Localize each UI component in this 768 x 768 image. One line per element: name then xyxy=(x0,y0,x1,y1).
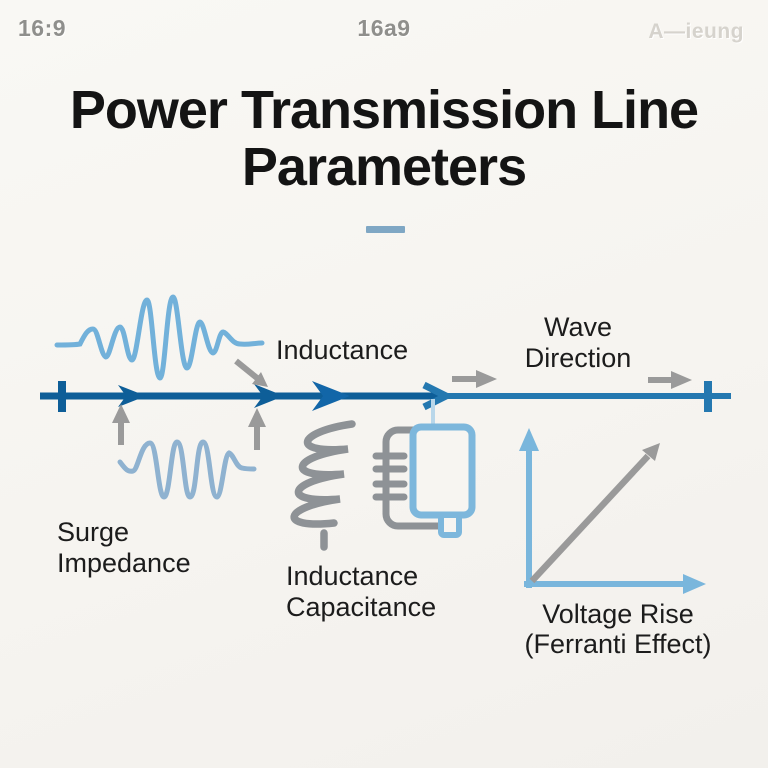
inductor-coil-icon xyxy=(290,420,356,551)
page-title-line1: Power Transmission Line xyxy=(69,80,699,140)
capacitor-bottom-tab xyxy=(438,512,462,538)
label-inductance-capacitance: Inductance Capacitance xyxy=(286,561,437,622)
right-arrow-left xyxy=(452,370,497,388)
line-arrowhead-2 xyxy=(254,384,284,408)
line-arrowhead-3 xyxy=(312,381,350,411)
page-title-line2: Parameters xyxy=(241,137,527,197)
label-surge-impedance: Surge Impedance xyxy=(57,517,191,578)
transmission-line xyxy=(40,381,731,412)
label-inductance: Inductance xyxy=(276,335,409,365)
capacitor-box-icon xyxy=(372,399,476,538)
up-arrow-right xyxy=(248,408,266,450)
aspect-ratio-label: 16:9 xyxy=(18,15,67,41)
up-arrow-left xyxy=(112,404,130,445)
watermark-right: A—ieung xyxy=(648,20,744,43)
graph-rising-arrow xyxy=(529,453,651,584)
capacitor-body-blue xyxy=(409,423,476,519)
label-voltage-rise: Voltage Rise (Ferranti Effect) xyxy=(524,599,712,659)
rising-voltage-graph-icon xyxy=(519,428,706,594)
title-underline-dash xyxy=(366,226,405,233)
wave-packet-icon xyxy=(54,294,265,381)
label-wave-direction: Wave Direction xyxy=(524,312,632,373)
gray-direction-arrows xyxy=(112,358,692,450)
surge-waveform-icon xyxy=(117,439,257,500)
line-arrowhead-1 xyxy=(118,385,146,407)
diagonal-arrow xyxy=(234,358,268,387)
right-arrow-right xyxy=(648,371,692,389)
page-title: Power Transmission Line Parameters xyxy=(0,82,768,196)
watermark-center: 16a9 xyxy=(357,15,411,41)
